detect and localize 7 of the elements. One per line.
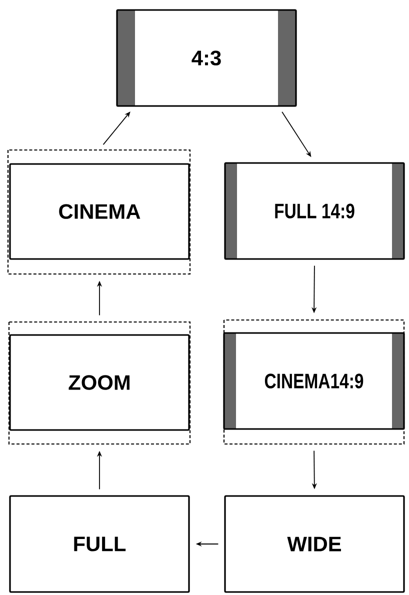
- screen-box: FULL 14:9: [224, 162, 405, 260]
- mode-box: WIDE: [224, 495, 405, 593]
- mode-box: FULL: [9, 495, 190, 593]
- mode-box: ZOOM: [8, 321, 191, 445]
- screen-box: 4:3: [116, 9, 297, 107]
- mode-box: CINEMA: [7, 149, 191, 275]
- screen-box: CINEMA14:9: [223, 319, 405, 445]
